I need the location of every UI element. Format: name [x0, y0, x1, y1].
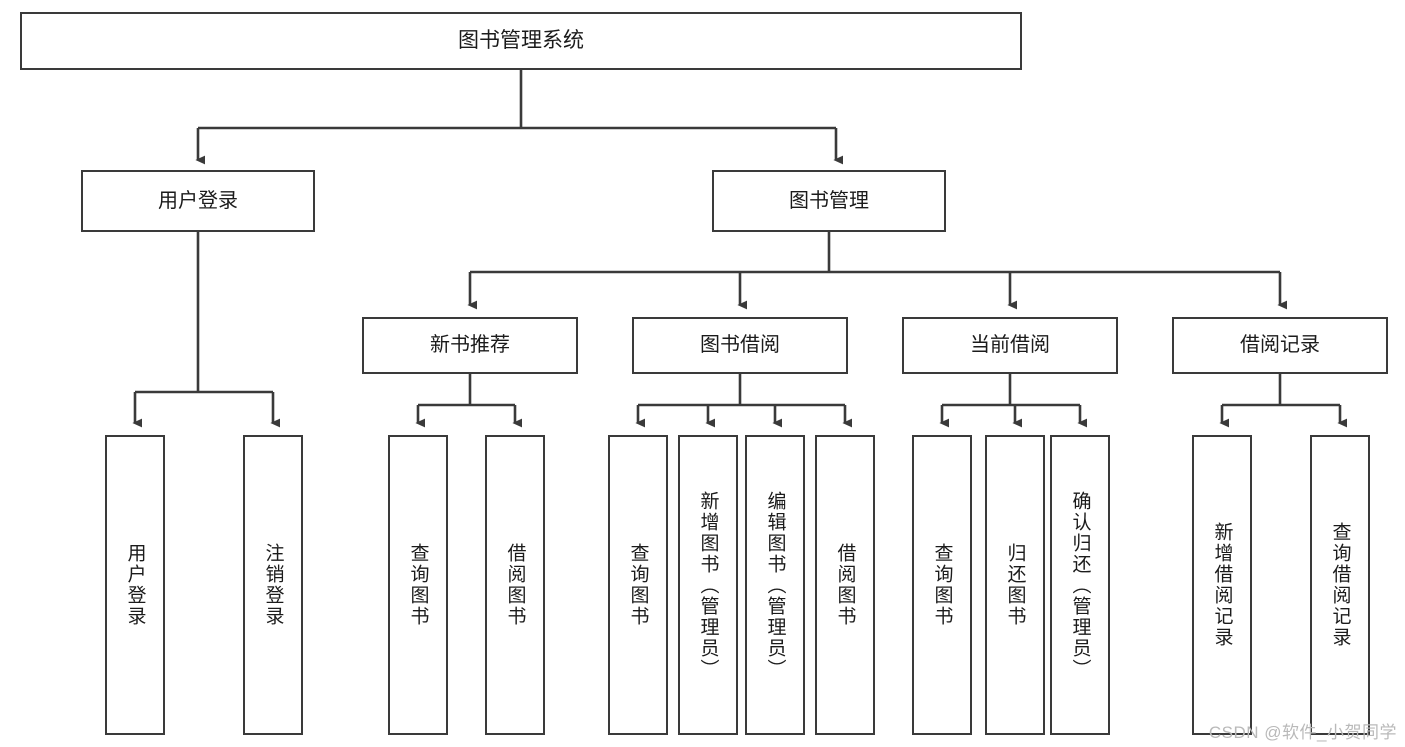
node-leaf-borrow-book-1[interactable]: 借阅图书 [485, 435, 545, 735]
node-leaf-borrow-book-1-label: 借阅图书 [504, 543, 526, 627]
node-borrow-record[interactable]: 借阅记录 [1172, 317, 1388, 374]
node-leaf-return-book[interactable]: 归还图书 [985, 435, 1045, 735]
node-leaf-query-book-3-label: 查询图书 [931, 543, 953, 627]
node-book-borrow-label: 图书借阅 [700, 334, 780, 356]
node-leaf-query-record[interactable]: 查询借阅记录 [1310, 435, 1370, 735]
node-leaf-add-record-label: 新增借阅记录 [1211, 522, 1233, 648]
node-leaf-add-book-label: 新增图书（管理员） [697, 490, 719, 680]
node-borrow-record-label: 借阅记录 [1240, 334, 1320, 356]
node-book-manage[interactable]: 图书管理 [712, 170, 946, 232]
node-leaf-query-record-label: 查询借阅记录 [1329, 522, 1351, 648]
node-leaf-logout[interactable]: 注销登录 [243, 435, 303, 735]
node-leaf-return-book-label: 归还图书 [1004, 543, 1026, 627]
node-leaf-add-book[interactable]: 新增图书（管理员） [678, 435, 738, 735]
node-book-manage-label: 图书管理 [789, 189, 869, 212]
node-leaf-borrow-book-2[interactable]: 借阅图书 [815, 435, 875, 735]
node-leaf-query-book-1[interactable]: 查询图书 [388, 435, 448, 735]
watermark: CSDN @软件_小贺同学 [1208, 723, 1397, 742]
node-new-book-recommend[interactable]: 新书推荐 [362, 317, 578, 374]
node-leaf-add-record[interactable]: 新增借阅记录 [1192, 435, 1252, 735]
node-root-label: 图书管理系统 [458, 28, 584, 52]
node-leaf-query-book-1-label: 查询图书 [407, 543, 429, 627]
node-leaf-edit-book-label: 编辑图书（管理员） [764, 490, 786, 680]
node-user-login-label: 用户登录 [158, 189, 238, 212]
node-current-borrow[interactable]: 当前借阅 [902, 317, 1118, 374]
node-current-borrow-label: 当前借阅 [970, 334, 1050, 356]
node-leaf-query-book-2[interactable]: 查询图书 [608, 435, 668, 735]
node-leaf-confirm-return-label: 确认归还（管理员） [1069, 490, 1091, 680]
node-leaf-borrow-book-2-label: 借阅图书 [834, 543, 856, 627]
node-new-book-recommend-label: 新书推荐 [430, 334, 510, 356]
node-leaf-confirm-return[interactable]: 确认归还（管理员） [1050, 435, 1110, 735]
node-leaf-query-book-2-label: 查询图书 [627, 543, 649, 627]
node-book-borrow[interactable]: 图书借阅 [632, 317, 848, 374]
node-leaf-user-login[interactable]: 用户登录 [105, 435, 165, 735]
node-leaf-edit-book[interactable]: 编辑图书（管理员） [745, 435, 805, 735]
node-leaf-logout-label: 注销登录 [262, 543, 284, 627]
node-leaf-user-login-label: 用户登录 [124, 543, 146, 627]
node-user-login[interactable]: 用户登录 [81, 170, 315, 232]
node-root[interactable]: 图书管理系统 [20, 12, 1022, 70]
node-leaf-query-book-3[interactable]: 查询图书 [912, 435, 972, 735]
